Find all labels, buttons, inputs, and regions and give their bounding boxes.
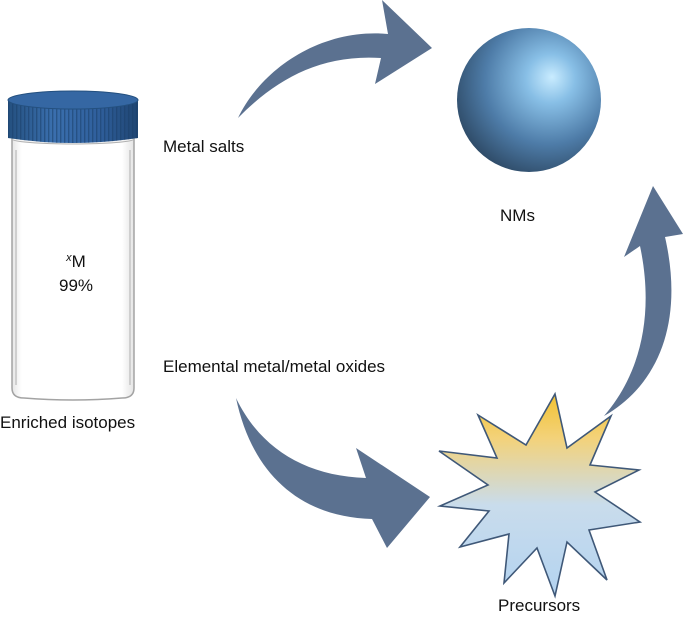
vial-purity: 99%	[58, 276, 94, 295]
arrow-elemental	[236, 398, 430, 548]
vial-label: xM 99%	[20, 246, 132, 298]
nm-sphere	[457, 28, 601, 172]
precursor-starburst	[436, 391, 643, 599]
isotope-vial	[7, 90, 139, 401]
arrow-precursors-to-nms	[604, 186, 683, 416]
element-symbol: M	[71, 252, 86, 271]
label-nms: NMs	[500, 206, 535, 225]
isotope-superscript: x	[66, 252, 72, 264]
arrow-metal-salts	[238, 0, 432, 118]
vial-cap-top	[7, 90, 139, 110]
label-precursors: Precursors	[498, 596, 581, 615]
label-elemental-metal: Elemental metal/metal oxides	[163, 357, 386, 376]
label-metal-salts: Metal salts	[163, 137, 245, 156]
label-enriched-isotopes: Enriched isotopes	[0, 413, 136, 432]
vial-body	[11, 137, 135, 401]
vial-isotope: xM	[20, 246, 132, 274]
